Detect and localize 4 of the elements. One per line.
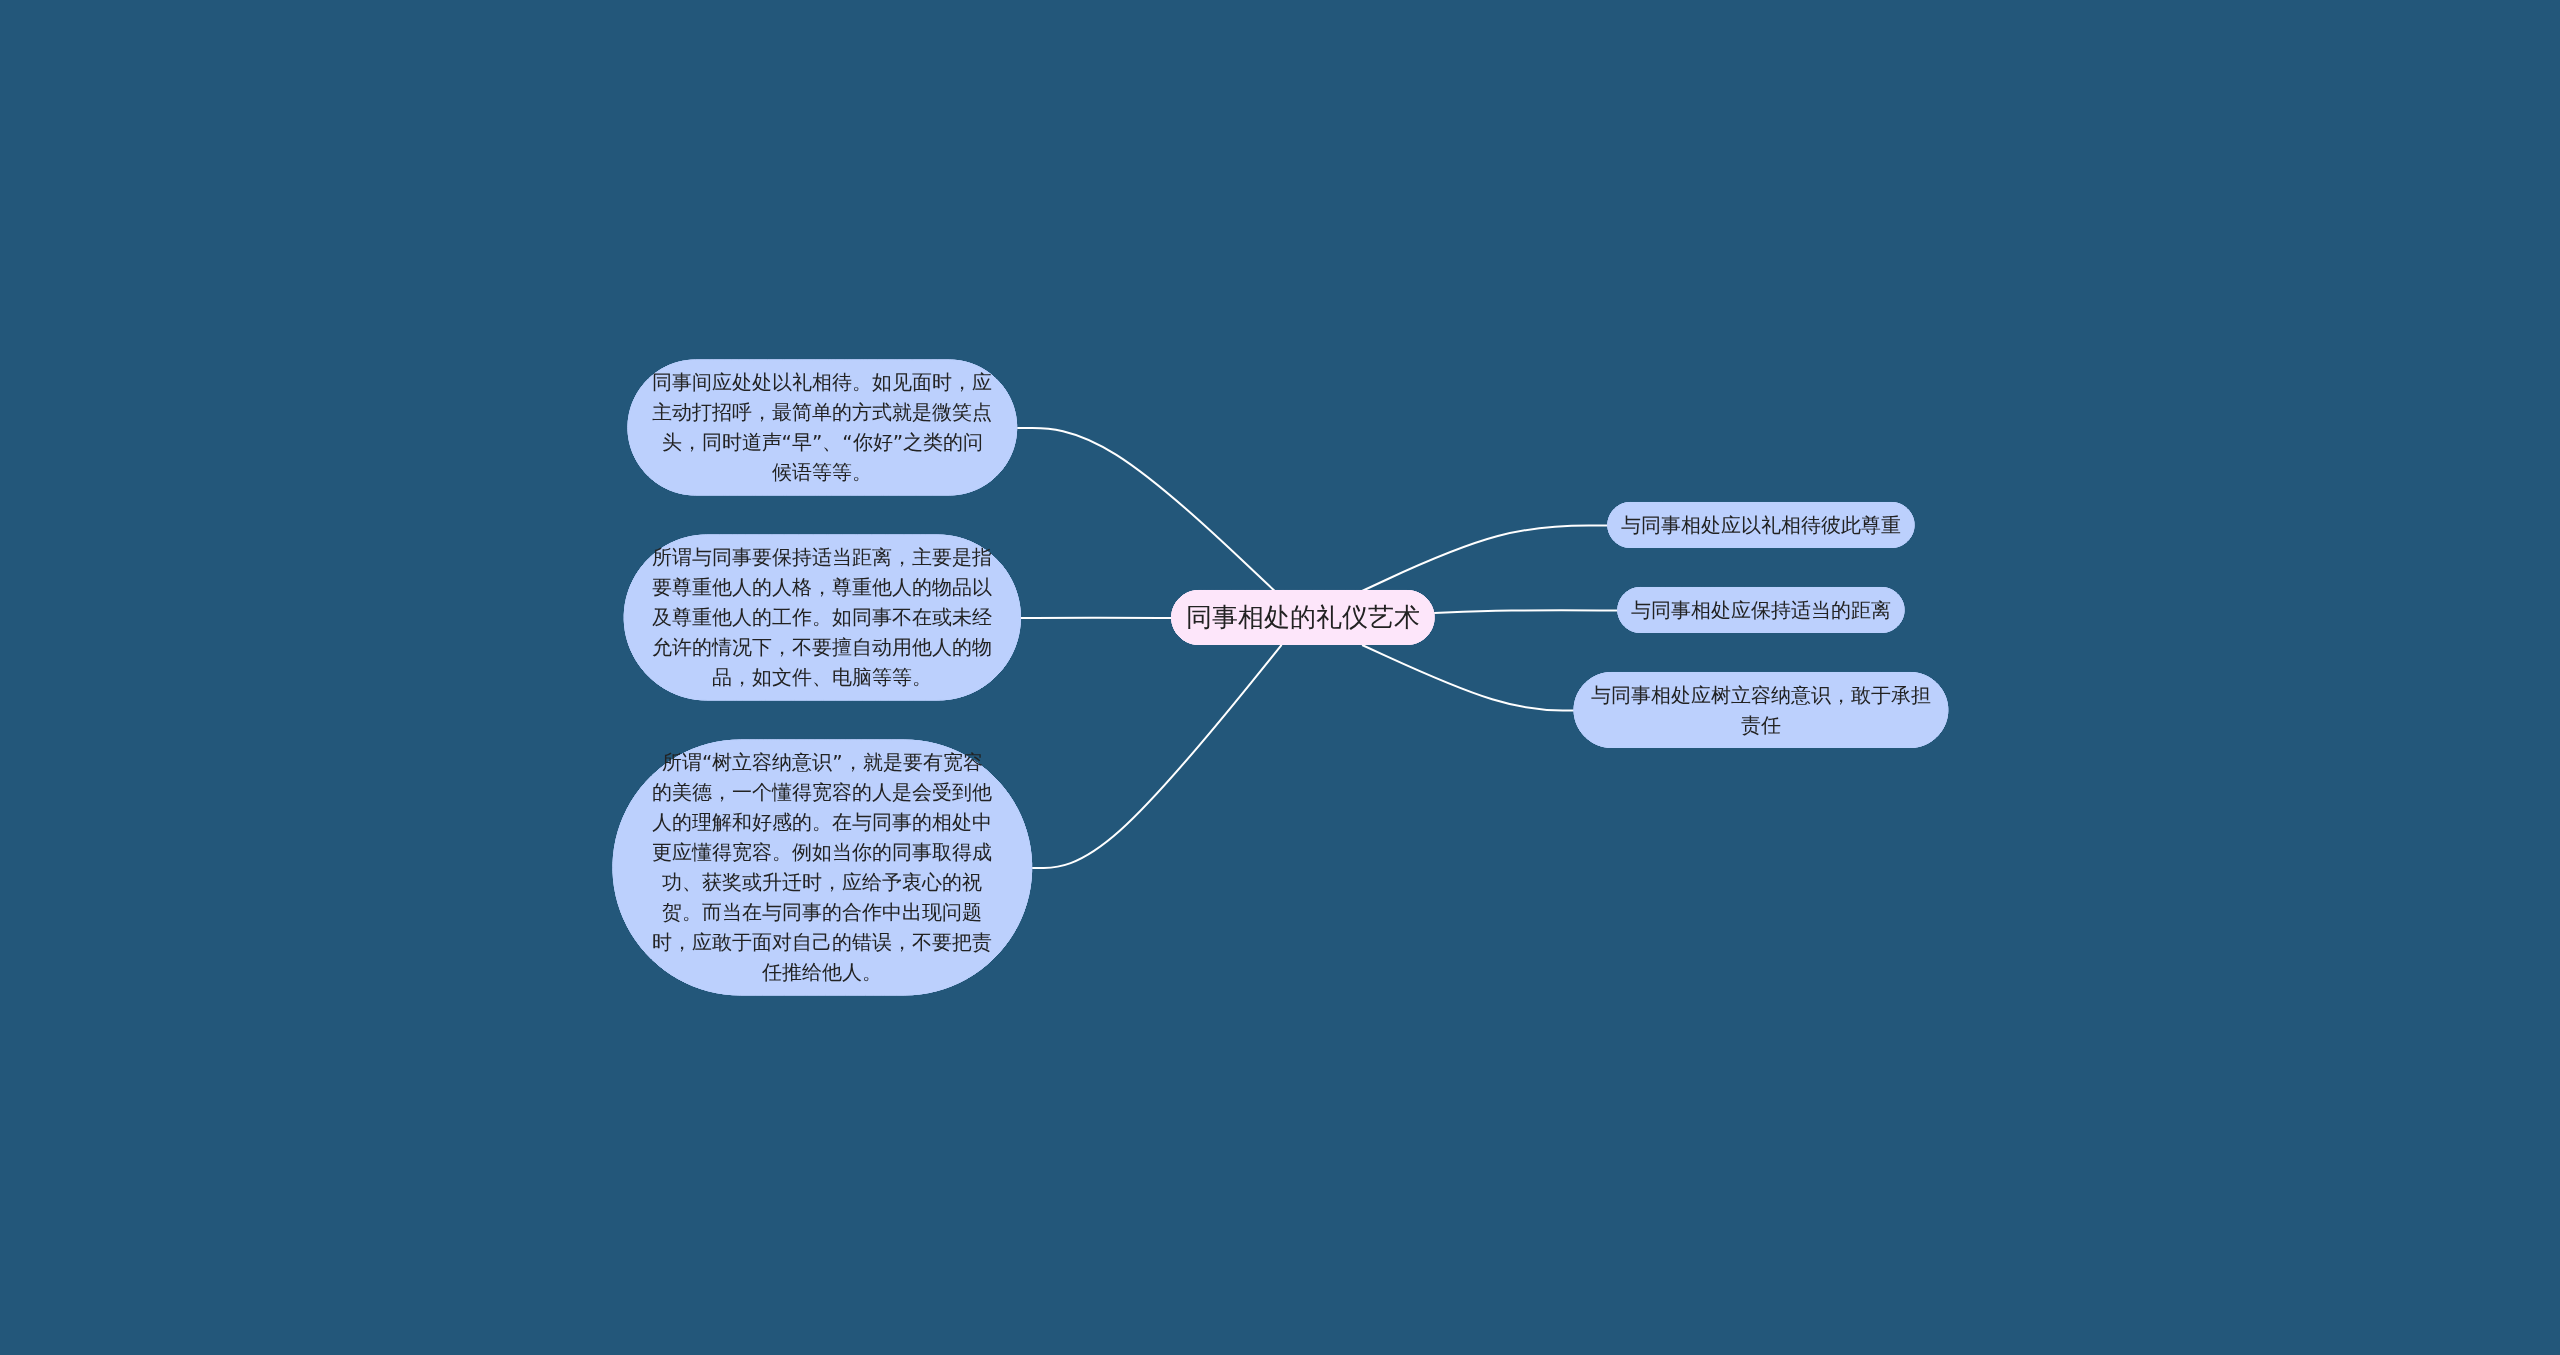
connector (1015, 426, 1276, 592)
connector (1030, 644, 1283, 869)
connector (1019, 616, 1173, 619)
connector (1432, 609, 1619, 615)
